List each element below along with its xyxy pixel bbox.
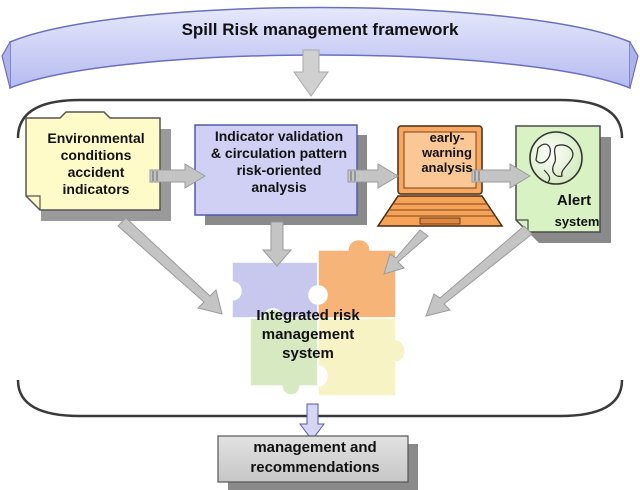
- arrow-env-to-indicator: [149, 163, 206, 189]
- integrated-system-label: Integrated risk management system: [238, 306, 378, 363]
- management-box: [217, 435, 418, 490]
- management-line: management and: [253, 439, 377, 456]
- early-warning-line: analysis: [421, 160, 473, 175]
- early-warning-line: early-: [429, 130, 465, 145]
- management-line: recommendations: [250, 459, 380, 476]
- indicator-label: Indicator validation & circulation patte…: [196, 128, 362, 196]
- env-line: conditions: [60, 147, 132, 163]
- laptop-icon: [376, 125, 504, 227]
- banner-title: Spill Risk management framework: [181, 20, 459, 39]
- folder-icon: [25, 111, 171, 221]
- integrated-line: Integrated risk: [256, 307, 360, 324]
- arrow-alert-to-puzzle: [425, 225, 533, 317]
- indicator-line: & circulation pattern: [210, 145, 348, 161]
- management-label: management and recommendations: [220, 438, 410, 478]
- arrow-laptop-to-puzzle: [383, 229, 429, 275]
- env-line: accident: [67, 164, 125, 180]
- frame-outline: [16, 98, 624, 418]
- indicator-line: risk-oriented: [236, 162, 322, 178]
- banner-down-arrow: [293, 49, 329, 97]
- indicator-box: [194, 124, 367, 225]
- arrow-to-management: [299, 403, 325, 441]
- env-conditions-label: Environmental conditions accident indica…: [30, 130, 162, 198]
- arrow-indicator-to-laptop: [347, 163, 399, 189]
- indicator-line: analysis: [251, 179, 307, 195]
- alert-label: Alert: [556, 192, 592, 209]
- integrated-line: management: [261, 326, 355, 343]
- env-line: indicators: [62, 181, 130, 197]
- env-line: Environmental: [47, 130, 145, 146]
- integrated-line: system: [282, 345, 334, 362]
- arrow-laptop-to-alert: [471, 163, 531, 189]
- globe-icon: [529, 131, 583, 185]
- early-warning-label: early- warning analysis: [402, 130, 492, 175]
- puzzle-icon: [231, 238, 406, 397]
- indicator-line: Indicator validation: [214, 128, 344, 144]
- alert-system-label: system: [554, 214, 600, 229]
- arrow-indicator-to-puzzle: [261, 221, 293, 267]
- arrow-env-to-puzzle: [117, 217, 223, 315]
- early-warning-line: warning: [422, 145, 472, 160]
- banner-ribbon: [1, 6, 639, 90]
